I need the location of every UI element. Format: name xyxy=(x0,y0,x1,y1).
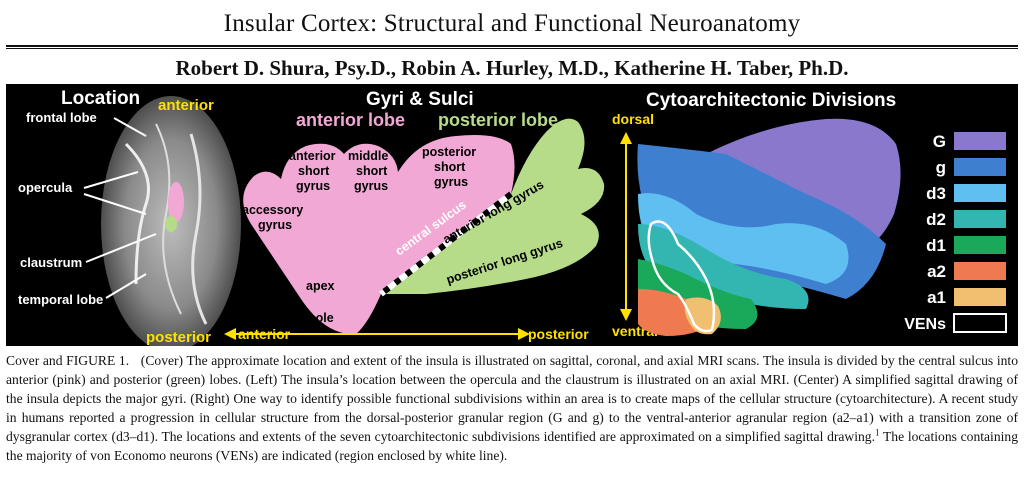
legend-label-a2: a2 xyxy=(927,262,946,281)
central-sulcus-line-white xyxy=(379,191,513,297)
legend-swatch-g xyxy=(954,132,1006,150)
anterior-short-gyrus-label-3: gyrus xyxy=(296,179,330,193)
region-d3 xyxy=(638,193,849,284)
posterior-short-gyrus-label-3: gyrus xyxy=(434,175,468,189)
location-panel: Location anterior posterior frontal lobe… xyxy=(18,88,241,346)
legend-label-d2: d2 xyxy=(926,210,946,229)
accessory-gyrus-label-1: accessory xyxy=(242,203,303,217)
legend-swatch-a2 xyxy=(954,262,1006,280)
legend-swatch-vens xyxy=(953,313,1007,333)
anterior-short-gyrus-label-2: short xyxy=(298,164,330,178)
middle-short-gyrus-label-3: gyrus xyxy=(354,179,388,193)
anterior-lobe-shape xyxy=(243,135,515,335)
temporal-lobe-label: temporal lobe xyxy=(18,292,103,307)
axis-anterior-label: anterior xyxy=(238,326,291,342)
axis-arrow-left xyxy=(224,328,236,340)
location-title: Location xyxy=(61,88,140,109)
posterior-short-gyrus-label-2: short xyxy=(434,160,466,174)
pointer-line xyxy=(105,273,147,299)
anterior-lobe-label: anterior lobe xyxy=(296,110,405,130)
mri-fold-line xyxy=(189,133,208,325)
location-posterior-label: posterior xyxy=(146,329,211,346)
caption-text-2: The locations containing the majority of… xyxy=(6,429,1018,463)
figure-panel: Location anterior posterior frontal lobe… xyxy=(6,84,1018,346)
title-rule-thin xyxy=(6,48,1018,49)
legend-swatch-d2 xyxy=(954,210,1006,228)
apex-label: apex xyxy=(306,279,335,293)
opercula-label: opercula xyxy=(18,180,73,195)
caption-text: (Cover) The approximate location and ext… xyxy=(6,353,1018,444)
middle-short-gyrus-label-1: middle xyxy=(348,149,388,163)
pole-label: pole xyxy=(308,311,334,325)
middle-short-gyrus-label-2: short xyxy=(356,164,388,178)
posterior-lobe-label: posterior lobe xyxy=(438,110,558,130)
legend-swatch-d1 xyxy=(954,236,1006,254)
gyri-title: Gyri & Sulci xyxy=(366,89,474,110)
caption-lead: Cover and FIGURE 1. xyxy=(6,353,130,368)
mri-fold-line xyxy=(124,142,150,285)
legend-swatch-g xyxy=(954,158,1006,176)
legend-label-d3: d3 xyxy=(926,184,946,203)
cyto-panel: Cytoarchitectonic Divisions dorsal ventr… xyxy=(612,90,1007,339)
gyri-panel: Gyri & Sulci anterior lobe posterior lob… xyxy=(224,89,605,342)
legend-swatch-d3 xyxy=(954,184,1006,202)
insula-green-highlight xyxy=(165,216,177,232)
authors-line: Robert D. Shura, Psy.D., Robin A. Hurley… xyxy=(175,56,849,80)
accessory-gyrus-label-2: gyrus xyxy=(258,218,292,232)
cyto-title: Cytoarchitectonic Divisions xyxy=(646,90,896,111)
legend-label-d1: d1 xyxy=(926,236,946,255)
anterior-short-gyrus-label-1: anterior xyxy=(289,149,336,163)
figure-caption: Cover and FIGURE 1. (Cover) The approxim… xyxy=(6,351,1018,465)
axis-arrow-down xyxy=(620,309,632,321)
pointer-line xyxy=(83,171,139,189)
title-rule xyxy=(6,45,1018,47)
vens-outline xyxy=(647,220,716,333)
figure-svg: Location anterior posterior frontal lobe… xyxy=(18,88,1007,346)
caption-footnote: 1 xyxy=(875,427,880,438)
pointer-line xyxy=(83,193,147,215)
axis-arrow-up xyxy=(620,132,632,144)
legend-label-a1: a1 xyxy=(927,288,946,307)
pointer-line xyxy=(113,117,147,137)
posterior-short-gyrus-label-1: posterior xyxy=(422,145,476,159)
dorsal-label: dorsal xyxy=(612,111,654,127)
page-title: Insular Cortex: Structural and Functiona… xyxy=(223,10,801,37)
legend-label-vens: VENs xyxy=(904,316,946,333)
posterior-lobe-shape xyxy=(381,118,605,295)
location-anterior-label: anterior xyxy=(158,97,214,114)
axis-posterior-label: posterior xyxy=(528,326,589,342)
legend-swatch-a1 xyxy=(954,288,1006,306)
mri-fold-line xyxy=(155,123,182,315)
insula-pink-highlight xyxy=(168,182,184,222)
axis-arrow-right xyxy=(518,328,530,340)
frontal-lobe-label: frontal lobe xyxy=(26,110,97,125)
legend-label-g: G xyxy=(933,132,946,151)
pointer-line xyxy=(85,233,157,263)
legend-label-g: g xyxy=(936,158,946,177)
claustrum-label: claustrum xyxy=(20,255,82,270)
